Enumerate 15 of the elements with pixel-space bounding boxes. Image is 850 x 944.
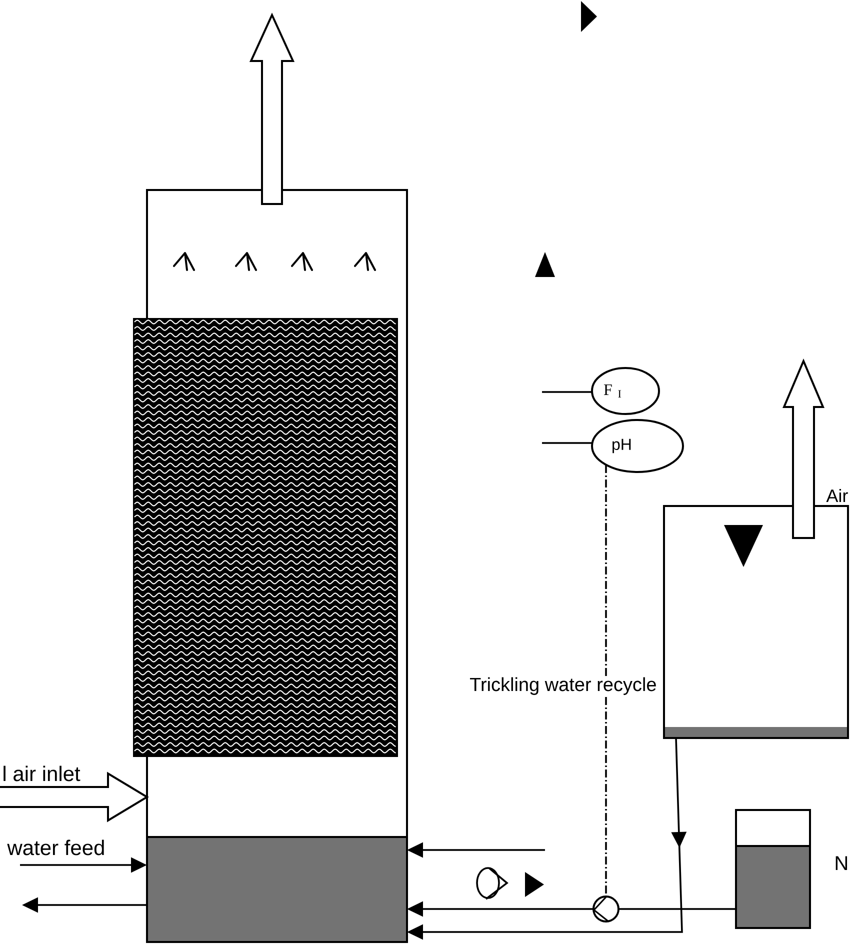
- tank-label: Air: [826, 488, 848, 502]
- block-arrow: [0, 772, 149, 822]
- pump-symbol: [592, 896, 620, 922]
- edge-label: l air inlet: [1, 764, 82, 782]
- tank: [663, 505, 849, 739]
- connector-line: [542, 442, 592, 444]
- connector-line: [618, 908, 736, 910]
- block-arrow: [782, 358, 825, 539]
- connector-line: [542, 391, 592, 393]
- edge-label: water feed: [6, 838, 106, 856]
- tank: [735, 809, 811, 929]
- tank-label: N: [836, 856, 848, 870]
- block-arrow: [249, 12, 295, 205]
- edge-label: Trickling water recycle: [468, 676, 658, 696]
- signal-line: [605, 465, 607, 896]
